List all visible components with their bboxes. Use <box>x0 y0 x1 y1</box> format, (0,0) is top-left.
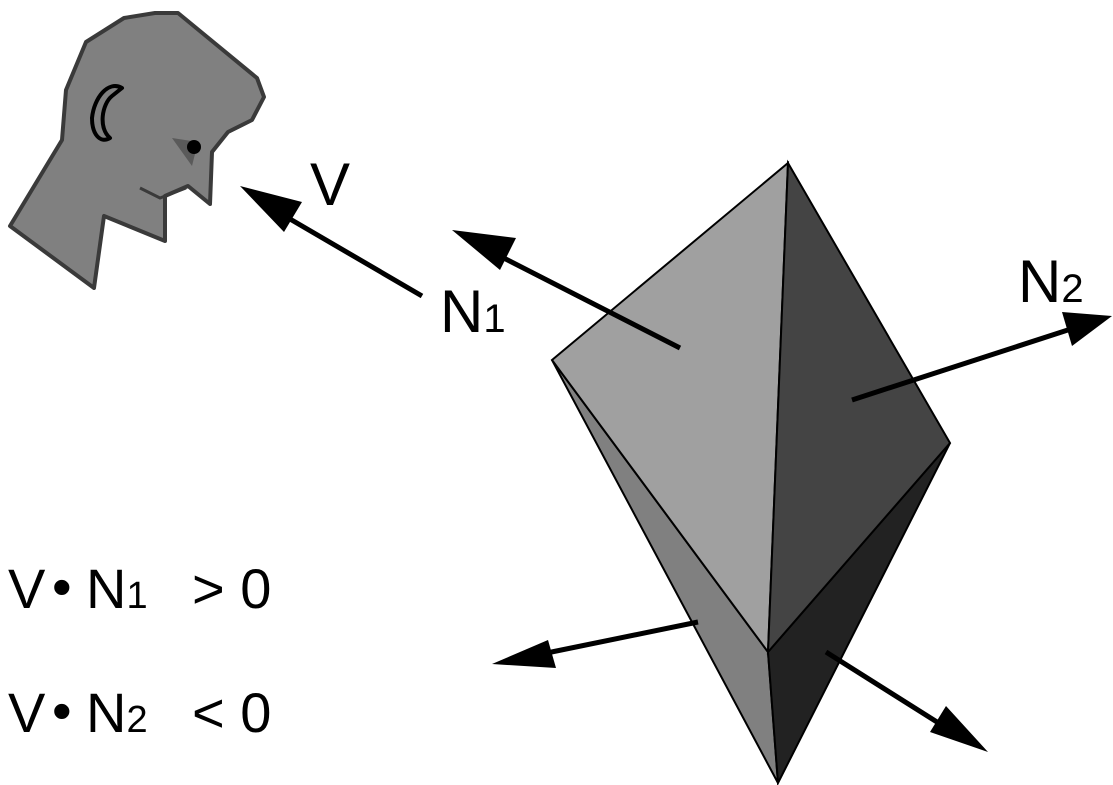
normal-n2-arrow <box>851 312 1112 403</box>
normal-n1-arrow <box>452 230 682 351</box>
label-normal-1-letter: N <box>440 278 483 345</box>
viewer-head-icon <box>8 11 266 290</box>
equation-2-relation: < 0 <box>192 681 271 744</box>
equation-2-left: V <box>8 681 46 744</box>
head-ear <box>90 84 124 142</box>
label-normal-1-index: 1 <box>483 297 505 341</box>
equation-2-vector-index: 2 <box>126 699 147 741</box>
label-normal-1: N1 <box>440 278 506 345</box>
head-silhouette <box>8 11 266 290</box>
view-vector-arrow <box>240 186 424 299</box>
equation-2-vector: N2 <box>86 681 148 744</box>
equation-1-vector: N1 <box>86 557 148 620</box>
equation-1-left: V <box>8 557 46 620</box>
equation-1-vector-letter: N <box>86 557 126 620</box>
equation-2-vector-letter: N <box>86 681 126 744</box>
equation-2-dot: • <box>52 679 72 742</box>
octahedron-solid <box>550 159 952 785</box>
label-normal-2-letter: N <box>1018 248 1061 315</box>
label-normal-2: N2 <box>1018 248 1084 315</box>
face-right <box>766 159 952 655</box>
head-eye <box>187 140 201 154</box>
equation-1: V • N1 > 0 <box>8 555 271 620</box>
head-mouth <box>139 186 187 200</box>
equation-1-relation: > 0 <box>192 557 271 620</box>
equation-1-dot: • <box>52 555 72 618</box>
normal-lower-left-arrow <box>492 619 699 668</box>
normal-lower-right-arrow <box>824 649 988 752</box>
equation-1-vector-index: 1 <box>126 575 147 617</box>
equation-2: V • N2 < 0 <box>8 679 271 744</box>
label-normal-2-index: 2 <box>1061 267 1083 311</box>
label-view-vector: V <box>310 151 350 218</box>
